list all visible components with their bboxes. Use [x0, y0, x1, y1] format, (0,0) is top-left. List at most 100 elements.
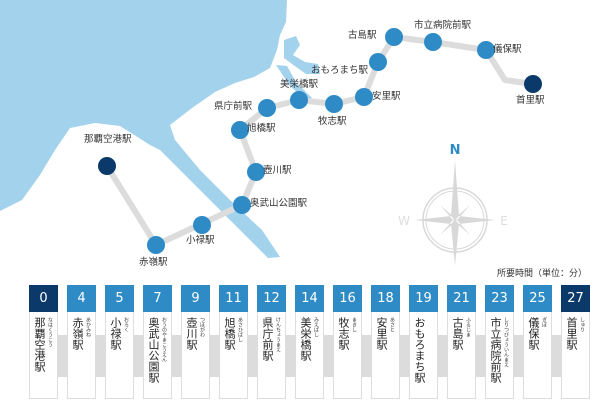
station-name: 奥武山公園駅 [147, 317, 160, 383]
station-marker[interactable] [147, 236, 165, 254]
travel-minutes: 9 [181, 285, 210, 312]
station-label: 赤嶺駅 [139, 257, 168, 268]
station-marker[interactable] [477, 41, 495, 59]
compass-rose: N S E W [398, 143, 508, 266]
travel-minutes: 0 [29, 285, 58, 312]
station-card: 美栄橋駅みえばし [295, 312, 324, 399]
station-name: 那覇空港駅 [33, 317, 46, 372]
station-marker[interactable] [369, 53, 387, 71]
travel-minutes: 23 [485, 285, 514, 312]
station-card: 小禄駅おろく [105, 312, 134, 399]
station-label: 首里駅 [516, 95, 545, 106]
travel-time-unit-label: 所要時間（単位：分） [497, 269, 588, 279]
station-card: 壺川駅つぼがわ [181, 312, 210, 399]
station-reading: まきし [351, 317, 357, 332]
station-marker[interactable] [233, 196, 251, 214]
station-name: 牧志駅 [337, 317, 350, 350]
station-marker[interactable] [231, 121, 249, 139]
station-name: 安里駅 [375, 317, 388, 350]
station-reading: あかみね [85, 317, 91, 337]
station-reading: ふるじま [465, 317, 471, 337]
station-marker[interactable] [385, 28, 403, 46]
station-card: 県庁前駅けんちょうまえ [257, 312, 286, 399]
travel-minutes: 7 [143, 285, 172, 312]
station-card: 那覇空港駅なはくうこう [29, 312, 58, 399]
station-marker[interactable] [258, 99, 276, 117]
travel-minutes: 18 [371, 285, 400, 312]
compass-e: E [500, 214, 508, 228]
station-time-column: 19 おもろまち駅 [409, 285, 438, 399]
station-name: 旭橋駅 [223, 317, 236, 350]
station-card: 奥武山公園駅おうのやまこうえん [143, 312, 172, 399]
route-map: N S E W [0, 0, 542, 266]
travel-minutes: 5 [105, 285, 134, 312]
station-card: 旭橋駅あさひばし [219, 312, 248, 399]
station-name: 首里駅 [565, 317, 578, 350]
station-marker[interactable] [98, 157, 116, 175]
station-reading: おうのやまこうえん [161, 317, 167, 362]
station-reading: あさひばし [237, 317, 243, 342]
station-marker[interactable] [355, 88, 373, 106]
station-label: 美栄橋駅 [280, 79, 319, 90]
station-name: 市立病院前駅 [489, 317, 502, 383]
travel-minutes: 12 [257, 285, 286, 312]
channel [276, 65, 312, 100]
station-card: 古島駅ふるじま [447, 312, 476, 399]
station-name: 儀保駅 [527, 317, 540, 350]
travel-minutes: 11 [219, 285, 248, 312]
station-reading: ぎぼ [541, 317, 547, 327]
station-reading: あさと [389, 317, 395, 332]
station-reading: なはくうこう [47, 317, 53, 347]
station-name: 壺川駅 [185, 317, 198, 350]
station-label: おもろまち駅 [311, 65, 369, 76]
station-card: 牧志駅まきし [333, 312, 362, 399]
travel-minutes: 4 [67, 285, 96, 312]
station-label: 市立病院前駅 [414, 20, 472, 31]
station-reading: みえばし [313, 317, 319, 337]
station-card: 市立病院前駅しりつびょういんまえ [485, 312, 514, 399]
station-reading: けんちょうまえ [275, 317, 281, 352]
station-label: 安里駅 [372, 91, 401, 102]
station-marker[interactable] [424, 33, 442, 51]
station-marker[interactable] [247, 163, 265, 181]
station-label: 県庁前駅 [214, 101, 253, 112]
station-label: 儀保駅 [493, 44, 522, 55]
station-reading: おろく [123, 317, 129, 332]
travel-minutes: 14 [295, 285, 324, 312]
station-name: 古島駅 [451, 317, 464, 350]
station-marker[interactable] [325, 95, 343, 113]
compass-w: W [398, 214, 410, 228]
station-marker[interactable] [290, 91, 308, 109]
station-name: 小禄駅 [109, 317, 122, 350]
station-marker[interactable] [193, 216, 211, 234]
station-marker[interactable] [524, 75, 542, 93]
station-label: 壺川駅 [263, 165, 292, 176]
station-label: 古島駅 [348, 30, 377, 41]
station-name: 県庁前駅 [261, 317, 274, 361]
station-card: おもろまち駅 [409, 312, 438, 399]
station-card: 安里駅あさと [371, 312, 400, 399]
station-label: 旭橋駅 [247, 123, 276, 134]
travel-minutes: 27 [561, 285, 590, 312]
station-reading: つぼがわ [199, 317, 205, 337]
station-name: おもろまち駅 [413, 317, 426, 383]
station-card: 首里駅しゅり [561, 312, 590, 399]
station-name: 赤嶺駅 [71, 317, 84, 350]
inlet [284, 36, 320, 74]
station-time-column: 4 赤嶺駅あかみね [67, 285, 96, 399]
station-reading: しゅり [579, 317, 585, 332]
travel-minutes: 19 [409, 285, 438, 312]
